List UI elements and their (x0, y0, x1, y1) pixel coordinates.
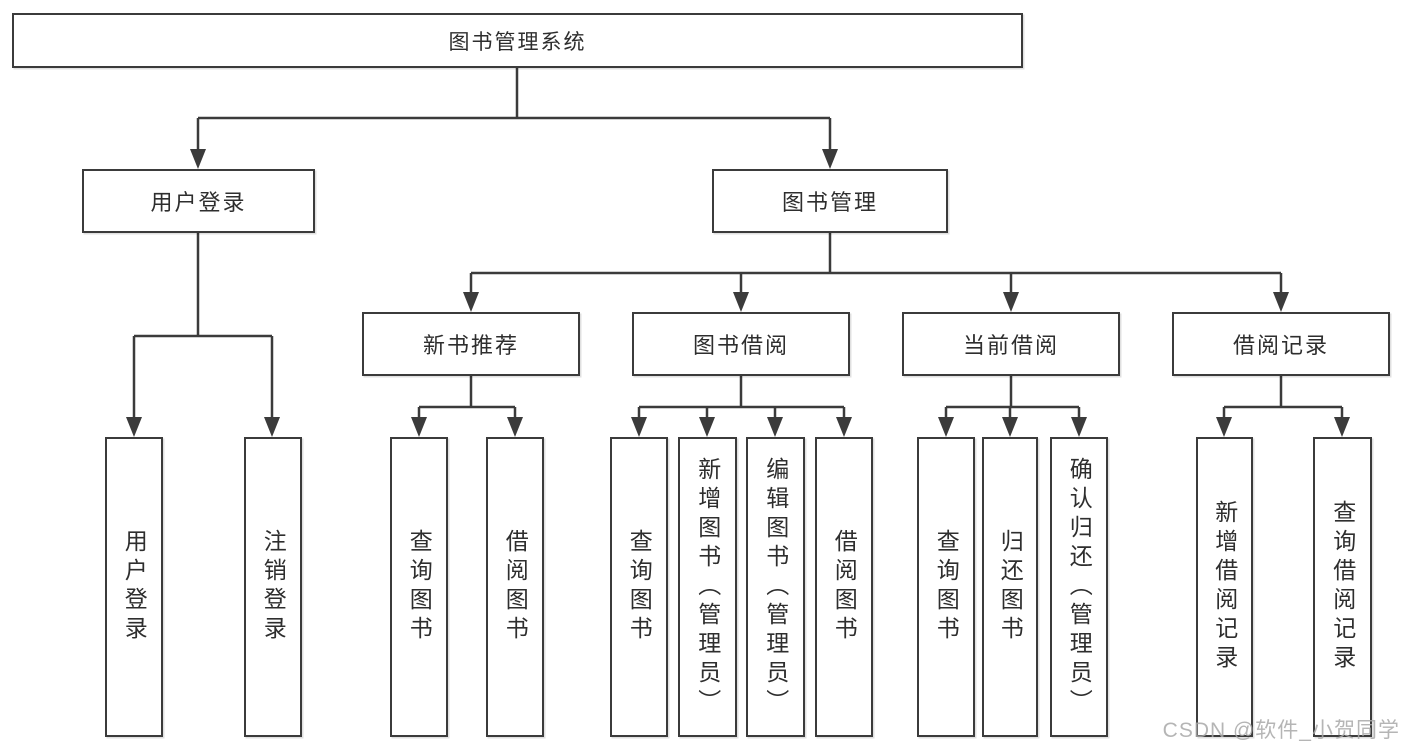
csdn-watermark: CSDN @软件_小贺同学 (1162, 719, 1400, 742)
leaf-label: 编辑图书（管理员） (762, 456, 789, 718)
node-borrowing-records: 借阅记录 (1172, 312, 1390, 376)
leaf-add-books-admin: 新增图书（管理员） (678, 437, 737, 737)
leaf-add-borrow-record: 新增借阅记录 (1196, 437, 1253, 737)
leaf-label: 查询借阅记录 (1329, 500, 1356, 674)
node-user-login: 用户登录 (82, 169, 315, 233)
leaf-label: 归还图书 (997, 529, 1024, 645)
leaf-label: 借阅图书 (502, 529, 529, 645)
node-current-borrowing: 当前借阅 (902, 312, 1120, 376)
leaf-label: 用户登录 (121, 529, 148, 645)
leaf-label: 借阅图书 (831, 529, 858, 645)
leaf-edit-books-admin: 编辑图书（管理员） (746, 437, 805, 737)
node-new-book-recommendation: 新书推荐 (362, 312, 580, 376)
leaf-label: 查询图书 (626, 529, 653, 645)
leaf-query-borrow-record: 查询借阅记录 (1313, 437, 1372, 737)
leaf-label: 新增借阅记录 (1211, 500, 1238, 674)
leaf-logout: 注销登录 (244, 437, 302, 737)
leaf-label: 确认归还（管理员） (1066, 456, 1093, 718)
leaf-query-books-recommend: 查询图书 (390, 437, 448, 737)
leaf-label: 查询图书 (933, 529, 960, 645)
leaf-label: 注销登录 (260, 529, 287, 645)
leaf-query-books-current: 查询图书 (917, 437, 975, 737)
leaf-label: 查询图书 (406, 529, 433, 645)
arrowheads (126, 149, 1350, 437)
leaf-confirm-return-admin: 确认归还（管理员） (1050, 437, 1108, 737)
node-book-management: 图书管理 (712, 169, 948, 233)
leaf-return-books: 归还图书 (982, 437, 1038, 737)
node-book-borrowing: 图书借阅 (632, 312, 850, 376)
leaf-label: 新增图书（管理员） (694, 456, 721, 718)
node-library-management-system: 图书管理系统 (12, 13, 1023, 68)
leaf-borrow-books-recommend: 借阅图书 (486, 437, 544, 737)
leaf-query-books-borrow: 查询图书 (610, 437, 668, 737)
leaf-user-login: 用户登录 (105, 437, 163, 737)
leaf-borrow-books: 借阅图书 (815, 437, 873, 737)
